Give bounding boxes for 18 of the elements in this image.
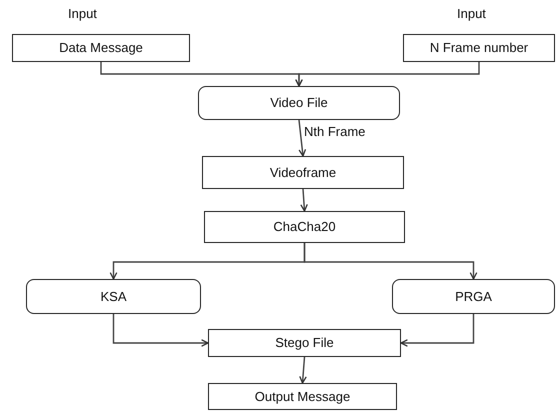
process-box: Videoframe bbox=[202, 156, 404, 189]
rounded-process-box: KSA bbox=[26, 279, 201, 314]
arrow bbox=[295, 62, 480, 87]
arrow bbox=[400, 314, 474, 347]
process-box: ChaCha20 bbox=[204, 211, 405, 243]
arrow bbox=[112, 314, 209, 347]
process-box: Data Message bbox=[12, 34, 190, 62]
rounded-process-box: Video File bbox=[198, 86, 400, 120]
arrow bbox=[300, 188, 308, 212]
process-box: Output Message bbox=[208, 383, 397, 410]
arrow bbox=[298, 120, 306, 157]
arrow bbox=[304, 243, 478, 280]
input-label: Input bbox=[457, 6, 486, 22]
process-box: N Frame number bbox=[403, 34, 555, 62]
rounded-process-box: PRGA bbox=[392, 279, 555, 314]
process-box: Stego File bbox=[208, 329, 401, 357]
arrow bbox=[299, 356, 307, 384]
input-label: Input bbox=[68, 6, 97, 22]
